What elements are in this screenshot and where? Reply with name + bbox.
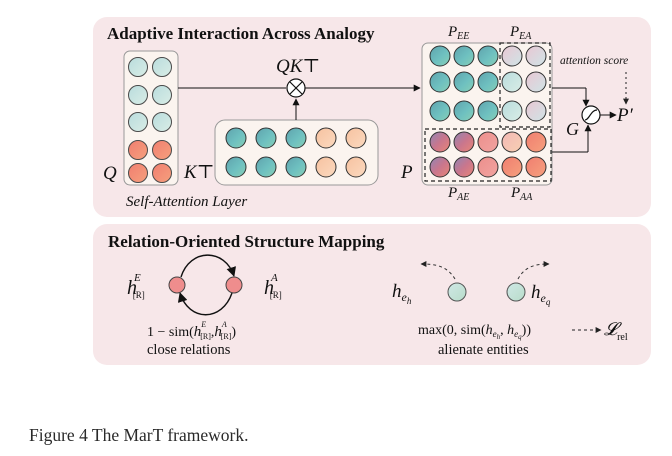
p-prime-label: P′ — [616, 105, 634, 126]
kt-token — [225, 156, 247, 178]
alienate-entities-label: alienate entities — [438, 342, 529, 358]
q-column — [128, 57, 172, 183]
q-token — [128, 85, 148, 105]
close-relations-label: close relations — [147, 342, 231, 358]
p-ea-region — [499, 42, 551, 128]
relation-node-e — [168, 276, 186, 294]
q-token — [128, 57, 148, 77]
p-cell — [525, 156, 547, 178]
entity-h-push-arrow — [420, 261, 456, 280]
kt-token — [255, 156, 277, 178]
p-cell — [525, 100, 547, 122]
kt-token — [225, 127, 247, 149]
p-cell — [477, 156, 499, 178]
p-cell — [429, 71, 451, 93]
kt-token — [345, 156, 367, 178]
top-panel-title: Adaptive Interaction Across Analogy — [107, 24, 375, 43]
entity-t-push-arrow — [517, 261, 550, 280]
p-ae-region — [424, 128, 552, 182]
attention-score-label: attention score — [560, 55, 628, 67]
kt-token — [285, 127, 307, 149]
kt-token — [255, 127, 277, 149]
multiply-cross — [289, 81, 303, 95]
kt-token — [315, 127, 337, 149]
close-formula: 1 − sim(hE[R],hA[R]) — [147, 320, 236, 341]
p-matrix — [429, 45, 547, 178]
p-cell — [429, 100, 451, 122]
figure-caption: Figure 4 The MarT framework. — [29, 425, 249, 445]
p-cell — [525, 131, 547, 153]
q-token — [152, 163, 172, 183]
q-token — [152, 112, 172, 132]
p-cell — [453, 131, 475, 153]
p-cell — [429, 131, 451, 153]
p-cell — [453, 45, 475, 67]
entity-node-h — [447, 282, 467, 302]
p-cell — [525, 45, 547, 67]
p-cell — [477, 100, 499, 122]
p-cell — [429, 45, 451, 67]
q-token — [128, 140, 148, 160]
cycle-arrow-top — [180, 254, 236, 278]
kt-token — [315, 156, 337, 178]
entity-node-t — [506, 282, 526, 302]
q-token — [152, 57, 172, 77]
kt-token — [345, 127, 367, 149]
kt-matrix — [225, 127, 367, 178]
gate-sigmoid-icon — [584, 109, 598, 121]
gate-label: G — [566, 119, 579, 139]
h-a-label: hA[R] — [264, 272, 282, 300]
self-attention-label: Self-Attention Layer — [126, 194, 247, 210]
p-cell — [525, 71, 547, 93]
alienate-formula: max(0, sim(heh, heq)) — [418, 323, 531, 341]
p-cell — [501, 100, 523, 122]
p-cell — [501, 131, 523, 153]
p-cell — [477, 131, 499, 153]
q-token — [152, 85, 172, 105]
p-cell — [477, 71, 499, 93]
q-token — [128, 163, 148, 183]
p-cell — [453, 71, 475, 93]
p-cell — [477, 45, 499, 67]
q-label: Q — [103, 163, 117, 184]
p-cell — [453, 100, 475, 122]
p-cell — [501, 156, 523, 178]
p-cell — [429, 156, 451, 178]
kt-label: K⊤ — [183, 162, 215, 183]
bottom-panel — [93, 224, 651, 365]
q-token — [152, 140, 172, 160]
kt-token — [285, 156, 307, 178]
q-token — [128, 112, 148, 132]
p-cell — [501, 71, 523, 93]
p-cell — [453, 156, 475, 178]
h-e-label: hE[R] — [127, 272, 145, 300]
bottom-panel-title: Relation-Oriented Structure Mapping — [108, 232, 385, 251]
cycle-arrow-bottom — [177, 292, 233, 316]
qkt-label: QK⊤ — [276, 56, 320, 77]
p-label: P — [400, 162, 413, 183]
relation-node-a — [225, 276, 243, 294]
p-cell — [501, 45, 523, 67]
